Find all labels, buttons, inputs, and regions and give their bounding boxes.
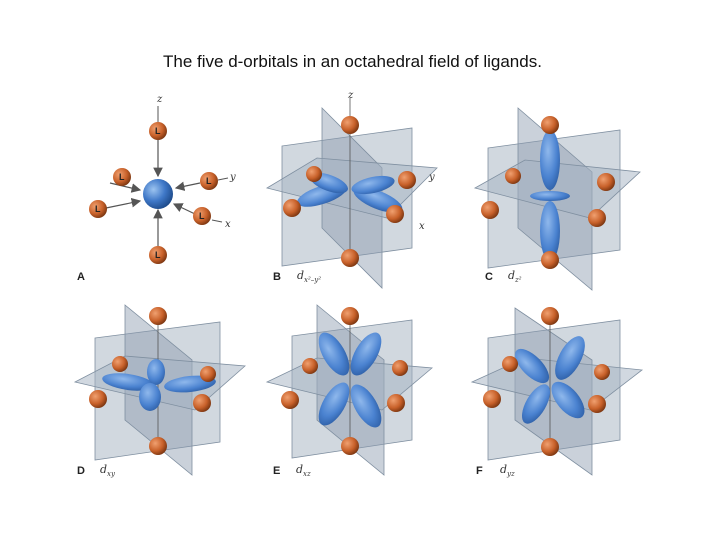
panel-a: z y x L L L L [70,88,260,288]
panel-c-letter: C [485,271,493,283]
arrow-front-right [172,203,196,215]
ligand-sphere [149,437,167,455]
orbital-lobe [540,201,560,261]
ligand-sphere [483,390,501,408]
arrow-left [105,197,142,209]
ligand-sphere [302,358,318,374]
panel-d: D dxy [70,300,260,500]
ligand-sphere [541,251,559,269]
ligand-sphere [387,394,405,412]
ligand-sphere [149,307,167,325]
axis-y-label: y [229,172,236,183]
dx2-y2-orbital-diagram: z y x [265,90,438,289]
ligand-sphere [502,356,518,372]
ligand-left: L [89,200,107,218]
y-axis-line [217,177,229,181]
ligand-sphere [392,360,408,376]
ligand-sphere [597,173,615,191]
ligand-back-left: L [113,168,131,186]
panel-b-orbital-label: dx²–y² [297,269,322,285]
arrow-back-left [109,182,142,193]
svg-text:L: L [95,204,101,214]
svg-text:L: L [155,126,161,136]
axis-y-label: y [428,172,435,183]
ligand-sphere [306,166,322,182]
svg-text:L: L [155,250,161,260]
panel-c: C dz² [470,88,660,291]
ligand-sphere [398,171,416,189]
ligand-right: L [200,172,218,190]
svg-text:L: L [119,172,125,182]
ligand-sphere [588,209,606,227]
ligand-sphere [505,168,521,184]
ligand-sphere [386,205,404,223]
panel-e-letter: E [273,465,281,477]
panel-f-orbital-label: dyz [500,463,515,479]
axis-z-label: z [156,94,163,105]
ligand-front-right: L [193,207,211,225]
ligand-sphere [341,437,359,455]
ligand-sphere [588,395,606,413]
svg-text:L: L [199,211,205,221]
orbital-lobe [350,384,382,428]
figure-title: The five d-orbitals in an octahedral fie… [163,52,542,71]
panel-d-orbital-label: dxy [100,463,115,479]
axis-z-label: z [347,90,354,101]
orbital-lobe [318,332,350,376]
axis-x-label: x [419,221,425,232]
ligand-sphere [281,391,299,409]
orbital-lobe [102,373,154,391]
ligand-sphere [341,307,359,325]
panel-e-orbital-label: dxz [296,463,311,479]
dxz-orbital-diagram [265,304,433,476]
ligand-bottom: L [149,246,167,264]
panel-e: E dxz [262,300,452,500]
ligand-sphere [541,438,559,456]
panel-c-orbital-label: dz² [508,269,522,285]
axis-x-label: x [225,219,231,230]
ligand-sphere [594,364,610,380]
orbital-lobe [139,383,161,411]
arrow-right [174,181,201,191]
metal-ion [143,179,173,209]
ligand-sphere [193,394,211,412]
ligand-sphere [283,199,301,217]
dyz-orbital-diagram [470,307,644,476]
panel-f: F dyz [470,300,660,500]
orbital-lobe [147,359,165,385]
ligand-sphere [200,366,216,382]
dxy-orbital-diagram [73,304,246,476]
x-axis-line [211,219,223,223]
ligand-sphere [541,307,559,325]
panel-f-letter: F [476,465,483,477]
orbital-lobe [514,348,550,384]
panel-a-letter: A [77,271,85,283]
orbital-lobe [551,381,585,419]
svg-text:L: L [206,176,212,186]
ligand-sphere [89,390,107,408]
dz2-orbital-diagram [473,107,641,291]
ligand-top: L [149,122,167,140]
orbital-lobe [350,332,382,376]
ligand-sphere [341,249,359,267]
orbital-lobe [522,384,550,424]
orbital-lobe [540,130,560,190]
ligand-sphere [541,116,559,134]
panel-d-letter: D [77,465,85,477]
ligand-sphere [341,116,359,134]
orbital-lobe [318,382,350,426]
orbital-lobe [351,175,395,195]
panel-b-letter: B [273,271,281,283]
ligand-sphere [112,356,128,372]
orbital-lobe [555,336,585,380]
ligand-sphere [481,201,499,219]
orbital-torus [530,191,570,201]
panel-b: z y x B dx²–y² [262,88,452,289]
ligand-approach-diagram: z y x L L L L [89,94,236,264]
